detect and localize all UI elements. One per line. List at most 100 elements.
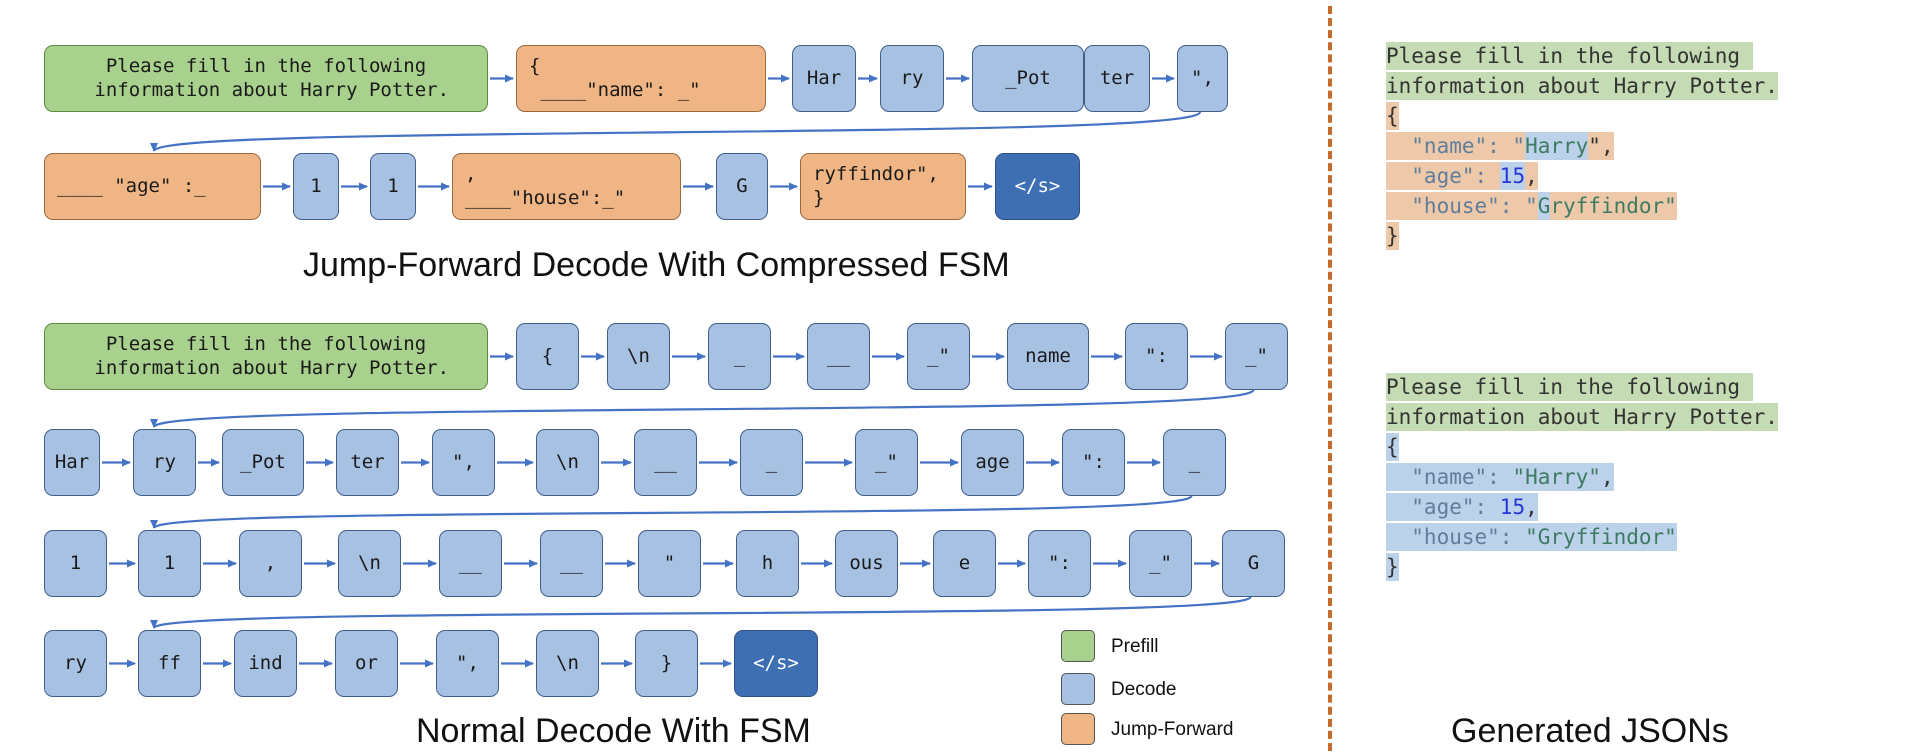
json-segment: "age": <box>1386 162 1500 190</box>
jump-forward-token-jump: , ____"house":_" <box>452 153 681 220</box>
normal-token-prefill: Please fill in the following information… <box>44 323 488 390</box>
jump-forward-token-decode: ry <box>880 45 944 112</box>
normal-token-decode: _Pot <box>222 429 304 496</box>
json-segment: { <box>1386 433 1399 461</box>
flow-arrow <box>150 595 1252 630</box>
jump-forward-token-decode: G <box>716 153 768 220</box>
jump-forward-token-jump: ____ "age" :_ <box>44 153 261 220</box>
json-segment: { <box>1386 102 1399 130</box>
json-line: Please fill in the following <box>1386 41 1778 71</box>
json-segment: Please fill in the following <box>1386 42 1753 70</box>
normal-token-decode: or <box>335 630 398 697</box>
normal-token-decode: ", <box>432 429 495 496</box>
json-segment: G <box>1537 192 1551 220</box>
normal-token-decode: \n <box>607 323 670 390</box>
flow-arrow <box>150 110 1202 153</box>
json-line: "age": 15, <box>1386 161 1778 191</box>
top-caption: Jump-Forward Decode With Compressed FSM <box>303 246 1010 284</box>
json-segment: "Gryffindor" <box>1525 523 1677 551</box>
normal-token-decode: , <box>239 530 302 597</box>
legend-label-jump-forward: Jump-Forward <box>1111 719 1234 740</box>
json-line: } <box>1386 221 1778 251</box>
normal-token-decode: " <box>638 530 701 597</box>
json-line: "name": "Harry", <box>1386 462 1778 492</box>
normal-token-decode: _ <box>740 429 803 496</box>
generated-json-jump-forward: Please fill in the following information… <box>1386 41 1778 251</box>
jump-forward-token-decode: _Pot <box>972 45 1084 112</box>
json-line: "house": "Gryffindor" <box>1386 191 1778 221</box>
json-line: "house": "Gryffindor" <box>1386 522 1778 552</box>
normal-token-end: </s> <box>734 630 818 697</box>
normal-token-decode: name <box>1007 323 1089 390</box>
normal-token-decode: ff <box>138 630 201 697</box>
jump-forward-token-decode: ter <box>1084 45 1150 112</box>
normal-token-decode: 1 <box>138 530 201 597</box>
json-segment: 15 <box>1499 493 1526 521</box>
bottom-caption: Normal Decode With FSM <box>416 712 811 750</box>
legend-label-prefill: Prefill <box>1111 636 1159 657</box>
normal-token-decode: \n <box>536 630 599 697</box>
json-segment: "Harry" <box>1512 463 1601 491</box>
json-segment: "house": <box>1386 523 1526 551</box>
json-segment: "name": <box>1386 463 1513 491</box>
json-segment: , <box>1525 493 1538 521</box>
normal-token-decode: Har <box>44 429 100 496</box>
normal-token-decode: __ <box>634 429 697 496</box>
normal-token-decode: _ <box>708 323 771 390</box>
json-segment: "age": <box>1386 493 1500 521</box>
json-segment: ", <box>1588 132 1614 160</box>
jump-forward-token-decode: ", <box>1177 45 1228 112</box>
json-segment: , <box>1525 162 1538 190</box>
normal-token-decode: __ <box>439 530 502 597</box>
legend-swatch-jump-forward <box>1061 713 1095 745</box>
json-line: { <box>1386 101 1778 131</box>
normal-token-decode: _" <box>1129 530 1192 597</box>
normal-token-decode: { <box>516 323 579 390</box>
json-line: "name": "Harry", <box>1386 131 1778 161</box>
legend-swatch-decode <box>1061 673 1095 705</box>
normal-token-decode: ind <box>234 630 297 697</box>
normal-token-decode: ry <box>44 630 107 697</box>
json-segment: } <box>1386 222 1399 250</box>
normal-token-decode: _ <box>1163 429 1226 496</box>
json-segment: "house": " <box>1386 192 1538 220</box>
jump-forward-token-jump: ryffindor", } <box>800 153 966 220</box>
json-segment: information about Harry Potter. <box>1386 403 1778 431</box>
json-segment: , <box>1600 463 1614 491</box>
flow-arrow <box>150 388 1255 429</box>
generated-json-normal: Please fill in the following information… <box>1386 372 1778 582</box>
json-line: information about Harry Potter. <box>1386 402 1778 432</box>
jump-forward-token-decode: 1 <box>370 153 416 220</box>
json-line: Please fill in the following <box>1386 372 1778 402</box>
json-segment: } <box>1386 553 1399 581</box>
normal-token-decode: age <box>961 429 1024 496</box>
json-segment: "name": " <box>1386 132 1526 160</box>
normal-token-decode: e <box>933 530 996 597</box>
normal-token-decode: 1 <box>44 530 107 597</box>
jump-forward-token-jump: { ____"name": _" <box>516 45 766 112</box>
normal-token-decode: ": <box>1028 530 1091 597</box>
normal-token-decode: G <box>1222 530 1285 597</box>
normal-token-decode: ry <box>133 429 196 496</box>
json-segment: Please fill in the following <box>1386 373 1753 401</box>
normal-token-decode: __ <box>540 530 603 597</box>
right-caption: Generated JSONs <box>1451 712 1729 750</box>
normal-token-decode: ", <box>436 630 499 697</box>
normal-token-decode: _" <box>1225 323 1288 390</box>
jump-forward-token-decode: Har <box>792 45 856 112</box>
legend-swatch-prefill <box>1061 630 1095 662</box>
normal-token-decode: ter <box>336 429 399 496</box>
normal-token-decode: h <box>736 530 799 597</box>
jump-forward-token-decode: 1 <box>293 153 339 220</box>
json-segment: Harry <box>1525 132 1589 160</box>
json-line: information about Harry Potter. <box>1386 71 1778 101</box>
json-line: "age": 15, <box>1386 492 1778 522</box>
normal-token-decode: } <box>635 630 698 697</box>
normal-token-decode: __ <box>807 323 870 390</box>
flow-arrow <box>150 494 1193 530</box>
json-segment: information about Harry Potter. <box>1386 72 1778 100</box>
json-line: { <box>1386 432 1778 462</box>
legend-label-decode: Decode <box>1111 679 1177 700</box>
